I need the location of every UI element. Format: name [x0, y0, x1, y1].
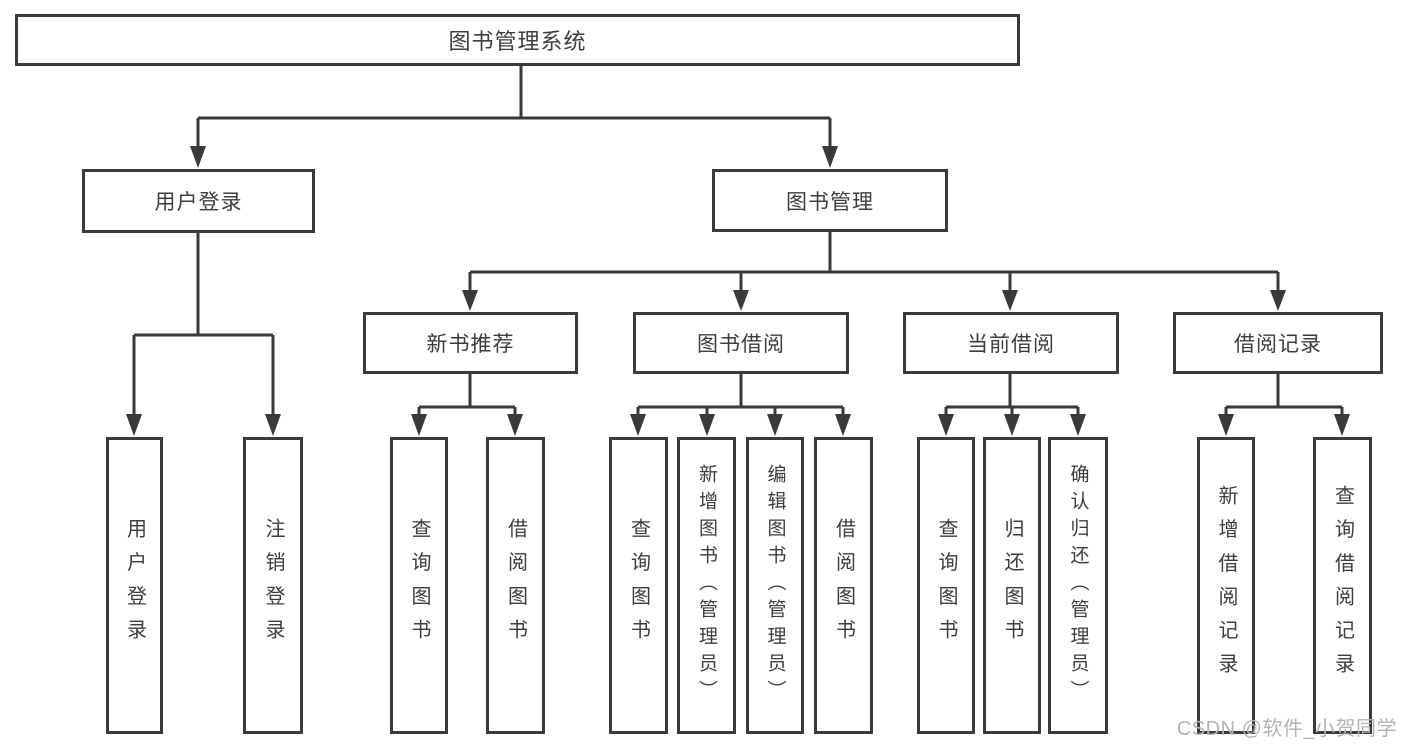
leaf-borrow-books-2: 借阅图书: [814, 437, 873, 734]
arrowhead: [411, 414, 427, 436]
leaf-edit-book-admin: 编辑图书（管理员）: [746, 437, 804, 734]
node-borrow-records: 借阅记录: [1173, 312, 1383, 374]
edge-book-mgmt-level3: [468, 232, 1280, 292]
leaf-logout: 注销登录: [243, 437, 303, 734]
edge-new-book-rec-leaves: [417, 374, 517, 416]
leaf-add-book-admin: 新增图书（管理员）: [677, 437, 736, 734]
arrowhead: [507, 414, 523, 436]
node-current-borrow: 当前借阅: [903, 312, 1119, 374]
edge-root-level2: [196, 66, 832, 148]
connector-edges: [132, 66, 1344, 416]
leaf-query-borrow-record: 查询借阅记录: [1313, 437, 1372, 734]
leaf-query-books-1: 查询图书: [390, 437, 448, 734]
watermark-text: CSDN @软件_小贺同学: [1176, 718, 1397, 740]
arrowhead: [1002, 290, 1018, 311]
arrowhead: [1270, 290, 1286, 311]
arrowhead: [822, 146, 838, 168]
leaf-borrow-books-1: 借阅图书: [486, 437, 545, 734]
leaf-confirm-return-admin: 确认归还（管理员）: [1048, 437, 1108, 734]
arrowhead: [733, 290, 749, 311]
leaf-query-books-2: 查询图书: [609, 437, 668, 734]
edge-book-borrow-leaves: [636, 374, 845, 416]
leaf-user-login: 用户登录: [106, 437, 163, 734]
arrowhead: [1004, 414, 1020, 436]
arrowhead: [1070, 414, 1086, 436]
node-book-borrow: 图书借阅: [633, 312, 849, 374]
leaf-add-borrow-record: 新增借阅记录: [1197, 437, 1255, 734]
arrowhead: [699, 414, 715, 436]
arrowhead: [190, 146, 206, 168]
arrowhead: [462, 290, 478, 311]
arrowhead: [265, 414, 281, 436]
node-new-book-rec: 新书推荐: [363, 312, 578, 374]
arrowhead: [1218, 414, 1234, 436]
node-user-login: 用户登录: [82, 169, 315, 233]
edge-user-login-leaves: [132, 233, 275, 416]
edge-borrow-records-leaves: [1224, 374, 1344, 416]
arrowhead: [835, 414, 851, 436]
arrowhead: [767, 414, 783, 436]
arrowhead: [1334, 414, 1350, 436]
leaf-return-book: 归还图书: [983, 437, 1041, 734]
edge-current-borrow-leaves: [944, 374, 1080, 416]
arrowhead: [630, 414, 646, 436]
arrowhead: [938, 414, 954, 436]
node-book-mgmt: 图书管理: [712, 169, 948, 232]
arrowhead: [126, 414, 142, 436]
leaf-query-books-3: 查询图书: [917, 437, 975, 734]
arrowheads: [126, 146, 1350, 436]
node-root: 图书管理系统: [15, 14, 1020, 66]
